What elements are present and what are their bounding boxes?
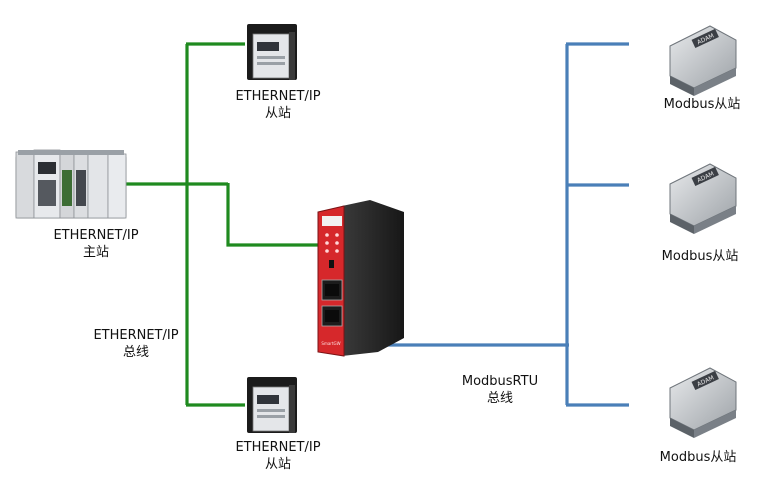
ethernet-ip-bus: [126, 42, 318, 407]
gateway-brand-text: SmartGW: [321, 341, 340, 346]
modbus-slave-3-device: ADAM: [669, 367, 737, 438]
slave-bottom-label-line1: ETHERNET/IP: [235, 440, 321, 455]
ethernet-bus-label-line2: 总线: [122, 345, 149, 360]
slave-top-label: ETHERNET/IP 从站: [226, 88, 330, 122]
modbus-bus-label: ModbusRTU 总线: [450, 373, 550, 407]
ethernet-bus-label-line1: ETHERNET/IP: [93, 328, 179, 343]
ethernet-slave-top-device: [247, 24, 297, 80]
modbus-slave-3-label: Modbus从站: [659, 450, 737, 465]
slave-bottom-label: ETHERNET/IP 从站: [226, 439, 330, 473]
ethernet-link-gateway: [226, 183, 318, 247]
modbus-slave-1-device: ADAM: [669, 25, 737, 96]
modbus-slave-2-label: Modbus从站: [661, 249, 739, 264]
modbus-rtu-bus: [378, 42, 629, 407]
slave-top-label-line1: ETHERNET/IP: [235, 89, 321, 104]
master-label-line1: ETHERNET/IP: [53, 228, 139, 243]
master-label-line2: 主站: [82, 245, 109, 260]
modbus-bus-label-line2: 总线: [486, 391, 513, 406]
ethernet-bus-label: ETHERNET/IP 总线: [84, 327, 188, 361]
plc-master-device: [15, 149, 127, 219]
gateway-switch: [329, 260, 334, 268]
slave-top-label-line2: 从站: [264, 106, 291, 121]
master-label: ETHERNET/IP 主站: [44, 227, 148, 261]
gateway-label-plate: [322, 216, 342, 226]
modbus-slave-1-label: Modbus从站: [663, 97, 741, 112]
ethernet-slave-bottom-device: [247, 377, 297, 433]
modbus-slave-2-device: ADAM: [669, 163, 737, 234]
modbus-bus-label-line1: ModbusRTU: [461, 374, 539, 389]
gateway-device: SmartGW: [317, 200, 404, 357]
slave-bottom-label-line2: 从站: [264, 457, 291, 472]
